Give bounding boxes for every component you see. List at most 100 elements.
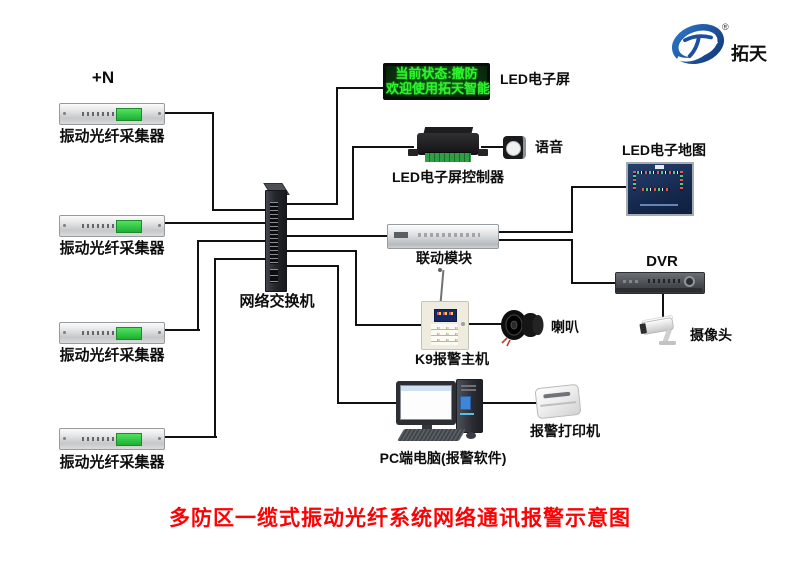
collector-screen (116, 327, 142, 340)
connection-line (571, 186, 573, 233)
logo-swirl-icon (672, 24, 724, 64)
pc-monitor-stand (422, 425, 432, 431)
connection-line (662, 292, 664, 319)
led-map-dots (633, 171, 636, 191)
dvr-base (616, 288, 702, 292)
connection-line (480, 402, 538, 404)
led-map-dots (680, 171, 683, 191)
linkage-module-vents (418, 233, 480, 237)
connection-line (197, 240, 267, 242)
led-map-top-tag (655, 165, 664, 169)
led-display-line1: 当前状态:撤防 (395, 66, 478, 81)
camera-label: 摄像头 (690, 327, 732, 343)
connection-line (355, 250, 357, 326)
connection-line (481, 146, 504, 148)
connection-line (197, 240, 199, 331)
printer-device (534, 383, 582, 420)
collector-indicator-dots (82, 112, 114, 116)
k9-antenna-tip (438, 268, 442, 272)
connection-line (352, 146, 414, 148)
screw-icon (158, 437, 161, 440)
pc-monitor (396, 381, 456, 425)
registered-mark: ® (722, 22, 729, 32)
led-display-device: 当前状态:撤防 欢迎使用拓天智能 (383, 63, 490, 100)
led-map-label: LED电子地图 (622, 142, 706, 158)
led-controller-flange (478, 149, 488, 156)
network-switch-label: 网络交换机 (239, 293, 315, 310)
connection-line (337, 402, 399, 404)
connection-line (214, 258, 216, 438)
screw-icon (158, 224, 161, 227)
camera-icon (638, 312, 690, 350)
collector-indicator-dots (82, 224, 114, 228)
connection-line (571, 186, 626, 188)
network-switch-device (265, 190, 287, 292)
voice-label: 语音 (535, 139, 563, 155)
dvr-label: DVR (646, 253, 678, 270)
connection-line (352, 146, 354, 220)
collector-device-1 (59, 103, 165, 125)
led-controller-device (417, 133, 479, 155)
brand-logo: ® 拓天 (670, 20, 782, 72)
connection-line (571, 239, 573, 284)
k9-host-label: K9报警主机 (415, 351, 489, 367)
screw-icon (63, 437, 66, 440)
dvr-device (615, 272, 705, 294)
collector-label-1: 振动光纤采集器 (59, 128, 165, 145)
brand-name: 拓天 (731, 44, 767, 64)
collector-device-4 (59, 428, 165, 450)
k9-screen (434, 309, 457, 322)
connection-line (336, 87, 384, 89)
linkage-module-device (387, 224, 499, 249)
collector-label-3: 振动光纤采集器 (59, 347, 165, 364)
voice-speaker-icon (503, 136, 526, 159)
pc-tower-led (460, 413, 474, 415)
led-map-dots (642, 188, 670, 191)
connection-line (571, 282, 617, 284)
pc-monitor-screen (400, 385, 452, 420)
connection-line (497, 239, 573, 241)
printer-slot (543, 391, 571, 399)
connection-line (212, 112, 214, 211)
connection-line (355, 324, 422, 326)
k9-keypad (431, 324, 458, 345)
connection-line (283, 218, 354, 220)
connection-line (337, 265, 339, 404)
switch-port-column (270, 202, 278, 264)
collector-indicator-dots (82, 331, 114, 335)
pc-tower (456, 379, 483, 433)
collector-screen (116, 108, 142, 121)
pc-keyboard (397, 429, 466, 441)
collector-screen (116, 433, 142, 446)
k9-indicator (461, 322, 465, 326)
dvr-buttons (648, 279, 680, 283)
connection-line (283, 250, 357, 252)
collector-device-3 (59, 322, 165, 344)
switch-uplink-ports (270, 269, 278, 283)
pc-tower-panel (460, 396, 471, 410)
led-map-caption-line (640, 204, 678, 206)
led-controller-flange (408, 149, 418, 156)
led-display-line2: 欢迎使用拓天智能 (386, 81, 491, 96)
connection-line (214, 258, 268, 260)
pc-mouse (466, 432, 476, 439)
linkage-module-label: 联动模块 (416, 250, 472, 266)
connection-line (497, 231, 573, 233)
screw-icon (63, 224, 66, 227)
led-map-device (626, 162, 694, 216)
collector-indicator-dots (82, 437, 114, 441)
pc-label: PC端电脑(报警软件) (379, 450, 507, 466)
connection-line (212, 209, 268, 211)
horn-label: 喇叭 (551, 319, 579, 335)
connection-line (336, 87, 338, 205)
led-controller-label: LED电子屏控制器 (392, 169, 504, 185)
led-map-dots (633, 171, 683, 174)
screw-icon (63, 112, 66, 115)
collector-device-2 (59, 215, 165, 237)
connection-line (283, 265, 339, 267)
k9-antenna (439, 269, 445, 304)
collector-screen (116, 220, 142, 233)
screw-icon (63, 331, 66, 334)
led-display-label: LED电子屏 (500, 71, 570, 87)
